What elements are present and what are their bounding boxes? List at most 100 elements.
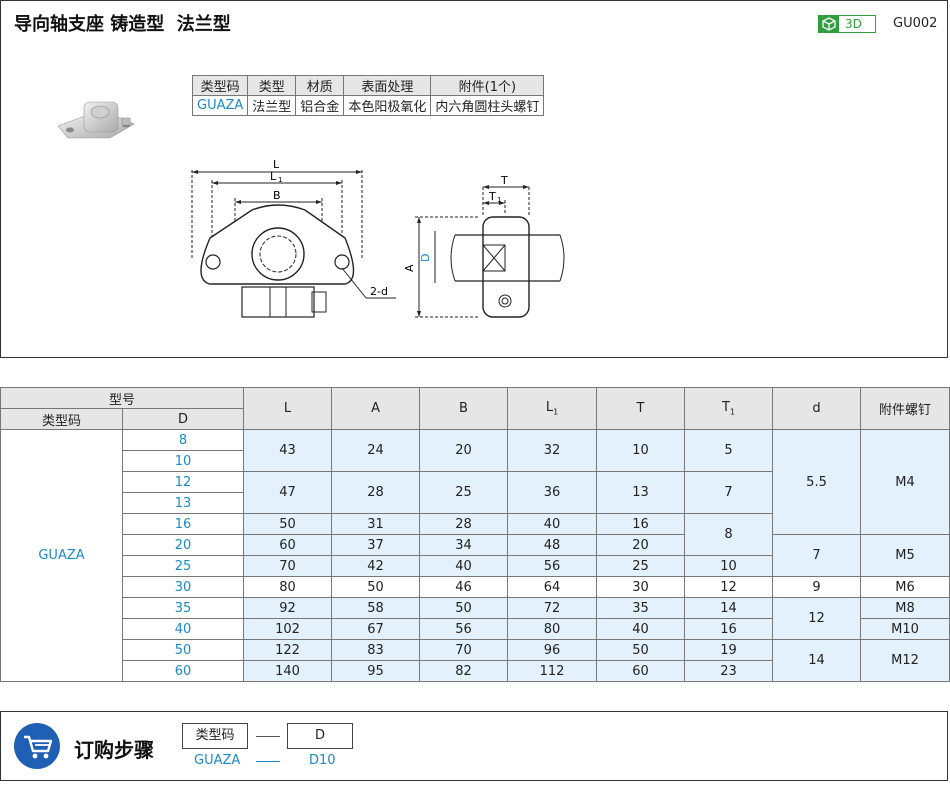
- cell-t1: 5: [684, 429, 774, 472]
- cell-a: 28: [331, 471, 421, 514]
- model-header: 型号: [0, 387, 245, 409]
- cell-l: 92: [243, 597, 333, 619]
- order-type-code-box: 类型码: [182, 723, 248, 749]
- table-row: 35 92 58 50 72 35 14 12 M8: [1, 597, 950, 640]
- cell-a: 50: [331, 576, 421, 598]
- cell-d-hole: 5.5: [772, 429, 862, 535]
- header-type-code: 类型码: [0, 408, 123, 430]
- cell-b: 46: [419, 576, 509, 598]
- cell-a: 24: [331, 429, 421, 472]
- header-t1-sub: 1: [729, 407, 736, 417]
- cell-d: 10: [121, 450, 245, 472]
- header-b: B: [419, 387, 509, 430]
- cell-t: 10: [596, 429, 686, 472]
- cell-l: 47: [243, 471, 333, 514]
- cell-t1: 8: [684, 513, 774, 556]
- cell-d: 20: [121, 534, 245, 556]
- cell-d-hole: 14: [772, 639, 862, 682]
- spec-header-type: 类型: [247, 75, 297, 96]
- cell-d-hole: 12: [772, 597, 862, 640]
- divider-dash: [256, 736, 280, 737]
- dim-label-l1: L: [270, 170, 277, 183]
- spec-header-material: 材质: [295, 75, 345, 96]
- front-view-drawing: L L 1 B 2-d: [191, 158, 396, 318]
- 3d-model-button[interactable]: 3D: [818, 15, 876, 33]
- cell-d: 13: [121, 492, 245, 514]
- order-steps-title: 订购步骤: [74, 738, 154, 762]
- cell-d: 50: [121, 639, 245, 661]
- header-a: A: [331, 387, 421, 430]
- cell-l: 140: [243, 660, 333, 682]
- cell-screw: M12: [860, 639, 950, 682]
- page-title: 导向轴支座 铸造型 法兰型: [14, 14, 231, 35]
- dim-label-l1-sub: 1: [278, 176, 282, 184]
- cell-screw: M10: [860, 618, 950, 640]
- cell-l: 122: [243, 639, 333, 661]
- table-row: 20 60 37 34 48 20 7 M5: [1, 534, 950, 577]
- cell-screw: M4: [860, 429, 950, 535]
- header-l1-main: L: [545, 400, 554, 416]
- dim-label-t1: T: [488, 190, 496, 203]
- cell-l: 60: [243, 534, 333, 556]
- cell-l: 50: [243, 513, 333, 535]
- cell-b: 82: [419, 660, 509, 682]
- dim-label-t1-sub: 1: [497, 196, 501, 204]
- cell-d: 40: [121, 618, 245, 640]
- cell-screw: M5: [860, 534, 950, 577]
- cell-type-code: GUAZA: [0, 429, 123, 682]
- dimension-table: 型号 L A B L1 T T1 d 附件螺钉 类型码 D GUAZA 8 43…: [0, 387, 950, 682]
- cell-t1: 7: [684, 471, 774, 514]
- order-d-box: D: [287, 723, 353, 749]
- spec-material: 铝合金: [295, 95, 345, 116]
- cell-t: 40: [596, 618, 686, 640]
- product-photo: [57, 101, 135, 139]
- cell-l1: 36: [507, 471, 598, 514]
- cell-screw: M6: [860, 576, 950, 598]
- cell-l1: 64: [507, 576, 598, 598]
- order-steps-panel: [0, 711, 948, 781]
- cell-d: 12: [121, 471, 245, 493]
- spec-type: 法兰型: [247, 95, 297, 116]
- cell-l: 70: [243, 555, 333, 577]
- order-example-d: D10: [309, 753, 336, 768]
- cube-icon: [819, 16, 839, 32]
- cell-b: 28: [419, 513, 509, 535]
- cell-t1: 12: [684, 576, 774, 598]
- cell-t1: 19: [684, 639, 774, 661]
- cell-t: 50: [596, 639, 686, 661]
- header-l1-sub: 1: [553, 407, 559, 417]
- header-t: T: [596, 387, 686, 430]
- product-panel: [0, 0, 948, 358]
- spec-surface: 本色阳极氧化: [343, 95, 432, 116]
- cell-b: 25: [419, 471, 509, 514]
- cell-b: 56: [419, 618, 509, 640]
- dim-label-d: D: [419, 254, 432, 262]
- spec-header-type-code: 类型码: [191, 75, 249, 96]
- cell-t1: 16: [684, 618, 774, 640]
- cell-a: 67: [331, 618, 421, 640]
- cell-d: 8: [121, 429, 245, 451]
- cell-a: 83: [331, 639, 421, 661]
- shopping-cart-icon: [14, 723, 60, 769]
- cell-d: 25: [121, 555, 245, 577]
- side-view-drawing: A D T T 1: [405, 174, 565, 318]
- dim-label-a: A: [405, 264, 416, 272]
- cell-l1: 32: [507, 429, 598, 472]
- spec-accessory: 内六角圆柱头螺钉: [430, 95, 545, 116]
- cell-d: 60: [121, 660, 245, 682]
- 3d-label: 3D: [845, 17, 862, 31]
- cell-l: 43: [243, 429, 333, 472]
- cell-t: 16: [596, 513, 686, 535]
- cell-t1: 23: [684, 660, 774, 682]
- cell-screw: M8: [860, 597, 950, 619]
- cell-l: 102: [243, 618, 333, 640]
- cell-l1: 80: [507, 618, 598, 640]
- cell-d: 30: [121, 576, 245, 598]
- cell-b: 40: [419, 555, 509, 577]
- header-t1-main: T: [721, 400, 730, 416]
- cell-d: 16: [121, 513, 245, 535]
- header-l: L: [243, 387, 333, 430]
- table-row: 25 70 42 40 56 25 10: [1, 555, 950, 577]
- table-row: 12 47 28 25 36 13 7: [1, 471, 950, 514]
- cell-d: 35: [121, 597, 245, 619]
